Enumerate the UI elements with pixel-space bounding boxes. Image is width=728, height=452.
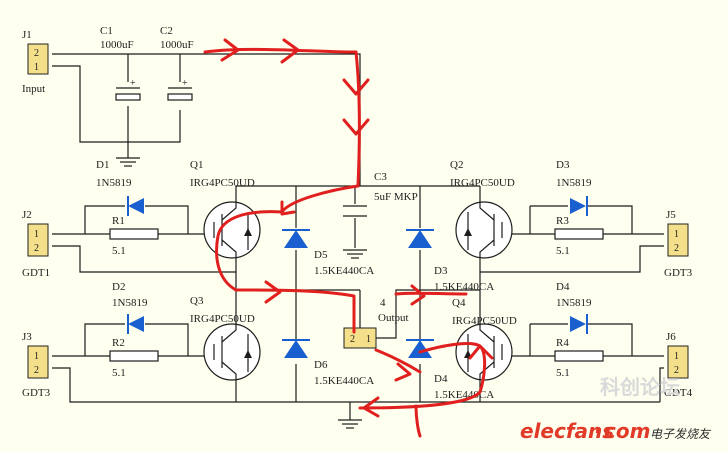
- diode-d3-tvs: D3 1.5KE440CA: [406, 229, 494, 293]
- resistor-r1: R1 5.1: [109, 215, 159, 257]
- r1-ref: R1: [112, 215, 125, 227]
- watermark-forum: 科创论坛: [600, 375, 680, 399]
- q1-part: IRG4PC50UD: [190, 177, 255, 189]
- j1-name: Input: [22, 83, 45, 95]
- j5-ref: J5: [666, 209, 676, 221]
- wires: [52, 53, 664, 420]
- d6-ref: D6: [314, 359, 328, 371]
- capacitor-c3: C3 5uF MKP: [343, 171, 418, 217]
- watermark: 科创论坛 elecfans · com 电子发烧友: [520, 375, 712, 443]
- diode-d3: D3 1N5819: [556, 159, 592, 216]
- capacitor-c2: + C2 1000uF: [160, 25, 194, 101]
- j5-pin-b: 2: [674, 243, 679, 254]
- j3-ref: J3: [22, 331, 32, 343]
- connector-j1: J1 2 1 Input: [22, 29, 49, 95]
- r2-ref: R2: [112, 337, 125, 349]
- j6-ref: J6: [666, 331, 676, 343]
- c2-value: 1000uF: [160, 39, 194, 51]
- j6-name: GDT4: [664, 387, 693, 399]
- r4-ref: R4: [556, 337, 569, 349]
- diode-d4: D4 1N5819: [556, 281, 592, 334]
- q1-ref: Q1: [190, 159, 203, 171]
- connector-j2: J2 1 2 GDT1: [22, 209, 50, 279]
- q3-part: IRG4PC50UD: [190, 313, 255, 325]
- resistor-r4: R4 5.1: [554, 337, 604, 379]
- r2-value: 5.1: [112, 367, 126, 379]
- output-name: Output: [378, 312, 409, 324]
- diode-d5: D5 1.5KE440CA: [282, 229, 374, 277]
- watermark-cn-site: 电子发烧友: [650, 427, 712, 441]
- j3-pin-b: 2: [34, 365, 39, 376]
- j1-pin-b: 1: [34, 62, 39, 73]
- watermark-tld: com: [604, 419, 650, 443]
- output-pin-a: 2: [350, 334, 355, 345]
- output-ref: 4: [380, 297, 386, 309]
- q2-ref: Q2: [450, 159, 463, 171]
- r1-value: 5.1: [112, 245, 126, 257]
- j1-ref: J1: [22, 29, 32, 41]
- output-pin-b: 1: [366, 334, 371, 345]
- r4-value: 5.1: [556, 367, 570, 379]
- d2-part: 1N5819: [112, 297, 148, 309]
- j3-pin-a: 1: [34, 351, 39, 362]
- watermark-site: elecfans: [520, 419, 614, 443]
- current-path-annotation: [203, 38, 494, 438]
- c1-value: 1000uF: [100, 39, 134, 51]
- j2-ref: J2: [22, 209, 32, 221]
- svg-text:+: +: [182, 78, 188, 89]
- diode-d2: D2 1N5819: [112, 281, 148, 334]
- d3-ref: D3: [556, 159, 570, 171]
- c1-ref: C1: [100, 25, 113, 37]
- capacitor-c1: + C1 1000uF: [100, 25, 141, 101]
- j3-name: GDT3: [22, 387, 51, 399]
- watermark-dot: ·: [594, 419, 602, 443]
- igbt-q2: Q2 IRG4PC50UD: [450, 159, 515, 262]
- c3-value: 5uF MKP: [374, 191, 418, 203]
- resistor-r3: R3 5.1: [554, 215, 604, 257]
- q2-part: IRG4PC50UD: [450, 177, 515, 189]
- d3b-part: 1.5KE440CA: [434, 281, 494, 293]
- j2-pin-a: 1: [34, 229, 39, 240]
- svg-text:+: +: [130, 78, 136, 89]
- d3-part: 1N5819: [556, 177, 592, 189]
- d4-ref: D4: [556, 281, 570, 293]
- q3-ref: Q3: [190, 295, 204, 307]
- q4-ref: Q4: [452, 297, 466, 309]
- j5-name: GDT3: [664, 267, 693, 279]
- r3-ref: R3: [556, 215, 569, 227]
- diode-d1: D1 1N5819: [96, 159, 144, 216]
- d1-ref: D1: [96, 159, 109, 171]
- d5-part: 1.5KE440CA: [314, 265, 374, 277]
- r3-value: 5.1: [556, 245, 570, 257]
- d2-ref: D2: [112, 281, 125, 293]
- q4-part: IRG4PC50UD: [452, 315, 517, 327]
- d3b-ref: D3: [434, 265, 448, 277]
- d5-ref: D5: [314, 249, 328, 261]
- igbt-q1: Q1 IRG4PC50UD: [190, 159, 261, 262]
- d4b-ref: D4: [434, 373, 448, 385]
- ground-icon: [116, 157, 367, 429]
- c2-ref: C2: [160, 25, 173, 37]
- connector-j5: J5 1 2 GDT3: [664, 209, 693, 279]
- j6-pin-a: 1: [674, 351, 679, 362]
- c3-ref: C3: [374, 171, 387, 183]
- d1-part: 1N5819: [96, 177, 132, 189]
- diode-d6: D6 1.5KE440CA: [282, 339, 374, 387]
- j2-pin-b: 2: [34, 243, 39, 254]
- j2-name: GDT1: [22, 267, 50, 279]
- d4-part: 1N5819: [556, 297, 592, 309]
- diode-d4-tvs: D4 1.5KE440CA: [406, 339, 494, 401]
- output-connector: 2 1 4 Output: [343, 297, 409, 349]
- connector-j3: J3 1 2 GDT3: [22, 331, 51, 399]
- d6-part: 1.5KE440CA: [314, 375, 374, 387]
- j6-pin-b: 2: [674, 365, 679, 376]
- resistor-r2: R2 5.1: [109, 337, 159, 379]
- j5-pin-a: 1: [674, 229, 679, 240]
- j1-pin-a: 2: [34, 48, 39, 59]
- connector-j6: J6 1 2 GDT4: [664, 331, 693, 399]
- igbt-q3: Q3 IRG4PC50UD: [190, 295, 261, 384]
